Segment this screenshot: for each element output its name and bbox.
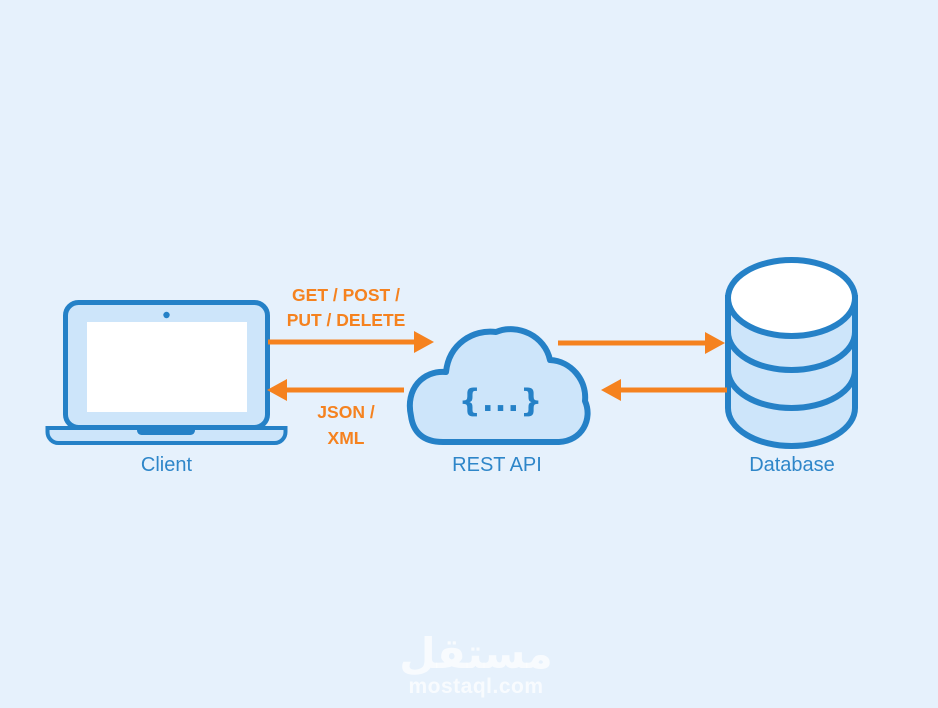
arrow-head [267, 379, 287, 401]
arrow-head [601, 379, 621, 401]
camera-dot-icon [163, 311, 170, 319]
arrow-head [705, 332, 725, 354]
rest-api-label: REST API [452, 454, 542, 476]
mostaql-logo: مستقل [399, 630, 553, 677]
database-icon [725, 257, 859, 454]
watermark: مستقل mostaql.com [399, 632, 553, 698]
response-format-line2: XML [327, 428, 365, 448]
arrow-shaft [284, 387, 404, 393]
request-methods-line2: PUT / DELETE [286, 310, 406, 330]
client-node [45, 296, 288, 448]
response-arrow-icon [267, 379, 404, 401]
client-label: Client [140, 454, 193, 476]
request-methods-line1: GET / POST / [292, 285, 400, 305]
response-format-label: JSON / XML [276, 399, 416, 451]
database-label: Database [749, 454, 835, 476]
request-methods-label: GET / POST / PUT / DELETE [256, 283, 436, 333]
arrow-shaft [268, 339, 417, 345]
arrow-shaft [618, 387, 727, 393]
arrow-head [414, 331, 434, 353]
mostaql-domain-text: mostaql.com [408, 675, 544, 698]
laptop-icon [45, 300, 288, 452]
api-to-db-arrow-icon [558, 332, 725, 354]
cloud-icon [402, 326, 592, 453]
arrow-shaft [558, 340, 708, 346]
code-braces-icon: {...} [458, 383, 544, 419]
rest-api-node: {...} [402, 321, 592, 449]
request-arrow-icon [268, 331, 434, 353]
db-to-api-arrow-icon [601, 379, 727, 401]
response-format-line1: JSON / [317, 402, 375, 422]
database-node [725, 256, 859, 450]
